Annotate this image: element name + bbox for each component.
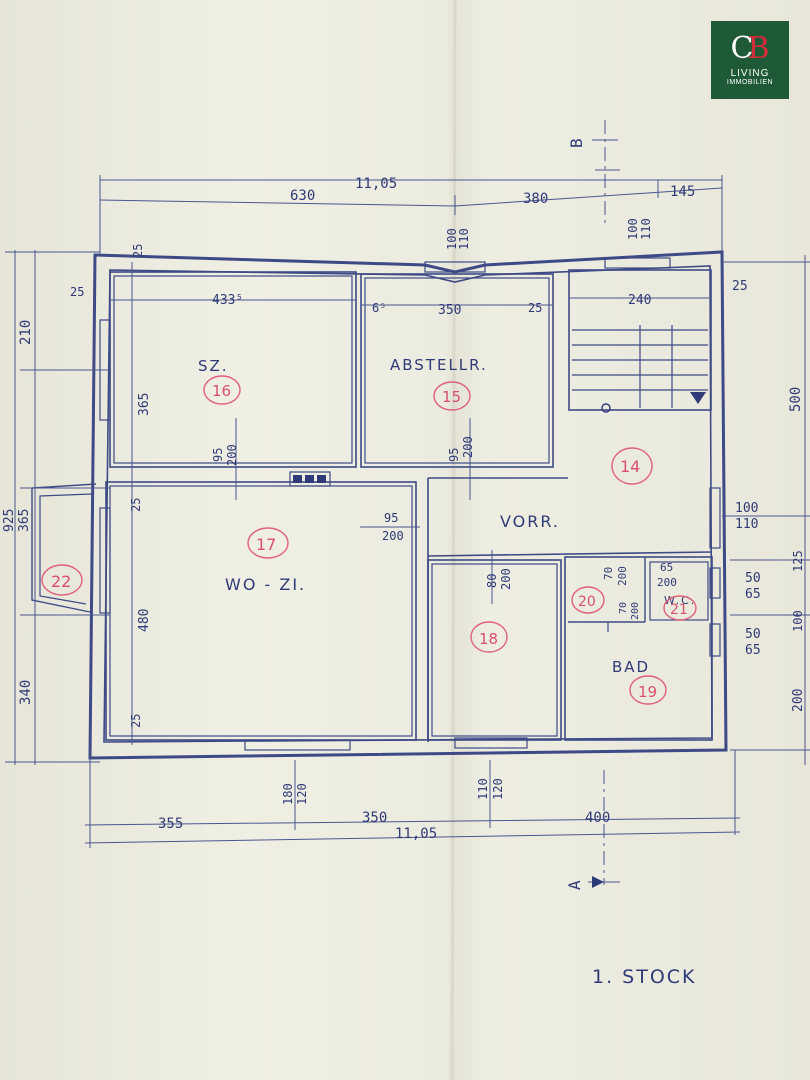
logo-letter-b: B [747,31,770,66]
dim-win-top-110: 110 [457,228,471,250]
section-marker-b: B [567,120,620,225]
dim-bottom-b: 350 [362,810,387,826]
windows [31,257,721,751]
room-numbers: 16 15 14 17 18 20 21 19 22 [41,375,697,705]
logo-line-2: IMMOBILIEN [726,79,774,86]
dim-door-18-200: 200 [499,568,513,590]
section-label-b: B [567,138,586,148]
dim-25-wall: 25 [70,285,84,299]
dim-65-wall: 6⁵ [372,301,386,315]
logo-line-1: LIVING [730,68,770,79]
right-dimensions: 25 500 100 110 125 100 200 50 65 50 65 [722,255,810,765]
dim-sz-depth: 365 [137,393,152,416]
room-number-16: 16 [212,382,231,400]
dim-door-sz-95: 95 [211,448,225,462]
room-number-21: 21 [670,602,688,618]
dim-door-20-70: 70 [602,567,615,580]
dim-right-e: 125 [791,550,805,572]
dim-abst-width: 350 [438,303,461,318]
outer-walls [88,250,728,760]
dim-total-top: 11,05 [355,176,397,192]
dim-right-f: 100 [791,610,805,632]
top-dimensions: 11,05 630 380 145 [99,175,723,265]
dim-door-bad-200: 200 [630,602,641,620]
bottom-dimensions: 355 350 400 11,05 180 120 110 120 [84,750,741,848]
dim-door-vorr-95: 95 [384,511,398,525]
room-number-15: 15 [442,388,461,406]
left-dimensions: 210 925 365 340 [2,250,110,765]
dim-right-b: 500 [788,387,804,412]
dim-window-100: 100 [735,501,758,516]
section-label-a: A [565,880,584,890]
dim-bad-win-65: 65 [745,643,761,658]
dim-bottom-c: 400 [585,810,610,826]
dim-door-20-200: 200 [616,566,629,586]
floor-label: 1. STOCK [592,966,697,988]
room-number-14: 14 [620,457,640,476]
dim-stair-width: 240 [628,293,651,308]
dim-top-right-a: 380 [523,191,548,207]
dim-25-mid: 25 [129,498,143,512]
room-number-22: 22 [51,572,71,591]
room-number-20: 20 [578,594,596,610]
dim-left-total: 925 [2,509,17,532]
dim-top-right-b: 145 [670,184,695,200]
room-labels: SZ. ABSTELLR. VORR. WO - ZI. W.C. BAD [198,356,694,676]
dim-wc-win-65: 65 [745,587,761,602]
room-number-19: 19 [638,683,657,701]
dim-left-c: 365 [17,509,32,532]
dim-right-a: 25 [732,279,748,294]
dim-wozi-depth: 480 [137,609,152,632]
logo-mark: CB [730,34,769,64]
dim-25-abst: 25 [528,301,542,315]
room-label-bad: BAD [612,658,650,676]
dim-bottom-a: 355 [158,816,183,832]
dim-door-bad-70: 70 [618,602,629,614]
company-logo: CB LIVING IMMOBILIEN [711,21,789,99]
dim-right-g: 200 [791,689,806,712]
dim-win-110: 110 [476,778,490,800]
logo-letter-c: C [730,31,754,66]
dim-win-120: 120 [295,783,309,805]
dim-bad-win-50: 50 [745,627,761,642]
dim-door-sz-200: 200 [225,444,239,466]
dim-window-110: 110 [735,517,758,532]
dim-win-top-100b: 100 [626,218,640,240]
dim-door-18-80: 80 [485,574,499,588]
room-label-abstellr: ABSTELLR. [390,356,488,374]
dim-sz-width: 433⁵ [212,293,243,308]
room-label-sz: SZ. [198,357,229,375]
dim-win-top-100: 100 [445,228,459,250]
dim-door-abst-95: 95 [447,448,461,462]
dim-bottom-total: 11,05 [395,826,437,842]
dim-door-vorr-200: 200 [382,529,404,543]
dim-door-abst-200: 200 [461,436,475,458]
dim-25-top: 25 [131,244,145,258]
room-label-wozi: WO - ZI. [225,575,306,594]
dim-top-left: 630 [290,188,315,204]
room-number-17: 17 [256,535,276,554]
paper-fold [450,0,457,1080]
dim-win-top-110b: 110 [639,218,653,240]
dim-win-180: 180 [281,783,295,805]
dim-win-120b: 120 [491,778,505,800]
inner-dimensions: 25 25 433⁵ 6⁵ 350 25 240 365 480 25 25 1… [70,218,711,745]
room-number-18: 18 [479,630,498,648]
dim-left-d: 340 [18,680,34,705]
section-marker-a: A [565,770,620,890]
dim-25-low: 25 [129,714,143,728]
dim-wc-200: 200 [657,576,677,589]
room-label-vorr: VORR. [500,512,560,531]
dim-left-a: 210 [18,320,34,345]
dim-wc-win-50: 50 [745,571,761,586]
dim-wc-65: 65 [660,561,673,574]
